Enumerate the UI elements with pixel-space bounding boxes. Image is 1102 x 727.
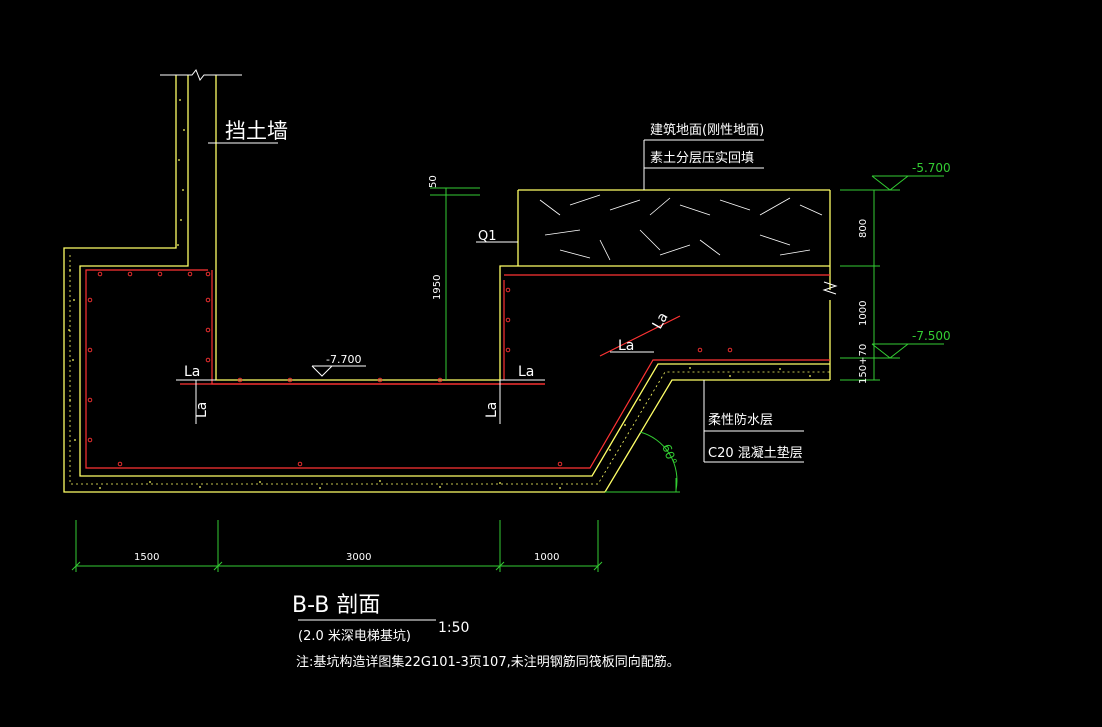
la-label-left: La xyxy=(184,364,200,380)
concrete-hatch xyxy=(68,99,811,489)
scale-label: 1:50 xyxy=(438,620,469,636)
la-label-right-vert: La xyxy=(484,402,500,418)
elevation-right: -7.500 xyxy=(912,329,951,343)
pit-elevation-marker xyxy=(311,365,366,377)
dim-1000-vert: 1000 xyxy=(858,301,869,326)
dim-150-70: 150+70 xyxy=(858,344,869,384)
dim-3000: 3000 xyxy=(346,552,371,563)
dimension-texts: 1500 3000 1000 50 1950 800 1000 150+70 xyxy=(134,175,869,563)
leader-lines xyxy=(176,139,804,621)
waterproof-label: 柔性防水层 xyxy=(708,412,773,428)
note-label: 注:基坑构造详图集22G101-3页107,未注明钢筋同筏板同向配筋。 xyxy=(296,654,680,670)
angle-label: 60° xyxy=(659,442,679,467)
floor-fill-hatch xyxy=(539,194,823,261)
dim-50: 50 xyxy=(428,175,439,188)
fill-note-label: 素土分层压实回填 xyxy=(650,151,754,166)
rebar xyxy=(85,269,830,469)
dim-800: 800 xyxy=(858,219,869,238)
dim-1950: 1950 xyxy=(432,275,443,300)
subtitle-label: (2.0 米深电梯基坑) xyxy=(298,629,411,644)
la-label-slope-rot: La xyxy=(650,310,672,332)
annotations: 挡土墙 建筑地面(刚性地面) 素土分层压实回填 柔性防水层 C20 混凝土垫层 … xyxy=(184,119,803,670)
cushion-label: C20 混凝土垫层 xyxy=(708,445,803,461)
break-symbol xyxy=(160,69,838,295)
rebar-dots xyxy=(87,271,733,467)
dimension-lines xyxy=(71,175,944,572)
section-title: B-B 剖面 xyxy=(292,593,380,618)
pit-elevation: -7.700 xyxy=(326,353,361,366)
dim-1000: 1000 xyxy=(534,552,559,563)
la-label-left-vert: La xyxy=(194,402,210,418)
dim-1500: 1500 xyxy=(134,552,159,563)
la-label-slope: La xyxy=(618,338,634,354)
q1-label: Q1 xyxy=(478,229,497,244)
la-label-right: La xyxy=(518,364,534,380)
green-texts: -5.700 -7.500 60° xyxy=(659,161,951,467)
retaining-wall-label: 挡土墙 xyxy=(225,119,288,143)
floor-title-label: 建筑地面(刚性地面) xyxy=(650,122,764,138)
elevation-top: -5.700 xyxy=(912,161,951,175)
